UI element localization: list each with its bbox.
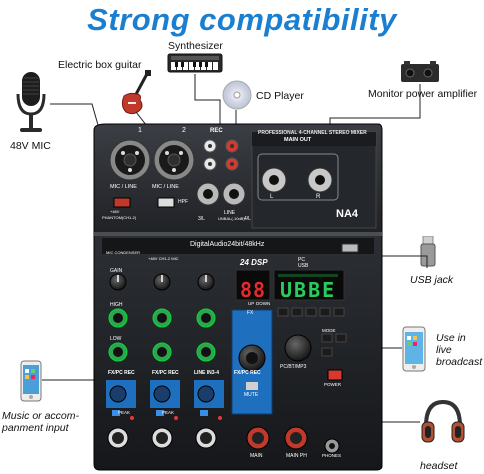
plus48v-label: +48V [110,209,120,214]
mic-condenser-label: MIC CONDENSER [106,250,141,255]
digital-audio-label: DigitalAudio24bit/48kHz [190,241,265,248]
hpf-label: HPF [178,199,188,205]
fx-knob-1[interactable] [109,385,127,403]
gain-label: GAIN [110,268,123,274]
main-ph-label: MAIN PH [286,453,307,459]
headset-label: headset [420,460,458,472]
main-out-label: MAIN OUT [284,137,312,143]
headset-image [421,399,465,443]
mp3-btn-2[interactable] [291,307,303,317]
dsp-label: 24 DSP [240,258,268,267]
xlr-jack-2[interactable] [153,139,195,181]
unbal-label: UNBAL(-10dB) [218,216,245,221]
usb-jack-label: USB jack [410,274,454,286]
power-label: POWER [324,382,342,387]
ch1-label: 1 [138,127,142,134]
hpf-switch[interactable] [157,197,175,208]
phantom-switch[interactable] [113,197,131,208]
high-label: HIGH [110,302,123,308]
fx-pc-rec-1-label: FX/PC REC [108,370,135,376]
main-out-jack-r[interactable] [307,167,333,193]
mp3-volume-knob[interactable] [284,334,312,362]
fx-knob-3[interactable] [197,385,215,403]
ch2-label: 2 [182,127,186,134]
fx-label: FX [247,310,254,316]
mp3-btn-1[interactable] [277,307,289,317]
music-input-label: Music or accom-panment input [2,410,80,434]
synthesizer-label: Synthesizer [168,40,223,52]
phone-music-image [20,360,42,402]
studio-mic-image [16,72,46,132]
line-label: LINE [224,210,236,216]
mp3-btn-5[interactable] [333,307,345,317]
fx-pc-rec-3-label: FX/PC REC [234,370,261,376]
xlr-jack-1[interactable] [109,139,151,181]
monitor-amp-label: Monitor power amplifier [368,88,478,100]
electric-guitar-image [121,70,151,115]
cd-disc-image [222,80,252,110]
fx-knob-2[interactable] [153,385,171,403]
panel-title: PROFESSIONAL 4-CHANNEL STEREO MIXER [258,130,367,136]
line-in-label: LINE IN3-4 [194,370,220,376]
channel-strip-1 [106,273,136,449]
peak-1-label: PEAK [118,410,131,415]
low-label: LOW [110,336,122,342]
out-r-label: R [316,194,321,200]
mode-button[interactable] [321,333,333,343]
display-right: UBBE [280,278,337,302]
usb-label: USB [298,263,309,269]
line-3l-label: 3/L [198,216,205,222]
pc-bt-mp3-label: PC/BT/MP3 [280,364,307,370]
plus48v-ch-label: +48V CH1-2 MIC [148,256,179,261]
synthesizer-image [167,53,223,73]
line-jack-4[interactable] [222,182,246,206]
channel-strip-3 [194,273,224,449]
usb-stick-image [420,236,436,267]
peak-2-label: PEAK [162,410,175,415]
headline: Strong compatibility [87,2,397,37]
mic-line-1-label: MIC / LINE [110,184,137,190]
mute-label: MUTE [244,392,259,398]
power-button[interactable] [327,369,343,381]
cd-player-label: CD Player [256,90,304,102]
line-4l-label: 4/L [244,216,251,222]
main-label: MAIN [250,453,263,459]
mute-button[interactable] [246,382,258,390]
pc-label: PC [298,257,305,263]
live-broadcast-label: Use in live broadcast [436,332,483,368]
mixer-device [93,123,383,471]
rec-button-3[interactable] [200,410,208,416]
rec-button-1[interactable] [112,410,120,416]
fx-pc-rec-2-label: FX/PC REC [152,370,179,376]
display-left: 88 [240,278,267,302]
mp3-btn-4[interactable] [319,307,331,317]
up-label: UP [248,301,255,306]
mic-line-2-label: MIC / LINE [152,184,179,190]
phones-label: PHONES [322,453,342,458]
down-label: DOWN [256,301,271,306]
phone-broadcast-image [402,326,426,372]
line-jack-3[interactable] [196,182,220,206]
rec-button-2[interactable] [156,410,164,416]
mic-label: 48V MIC [10,140,51,152]
electric-guitar-label: Electric box guitar [58,59,142,71]
mode-label: MODE [322,328,336,333]
main-out-jack-l[interactable] [261,167,287,193]
monitor-amplifier-image [401,61,439,82]
channel-strip-2 [150,273,180,449]
out-l-label: L [270,194,274,200]
mp3-btn-3[interactable] [305,307,317,317]
rec-label: REC [210,128,223,134]
usb-port[interactable] [341,243,359,253]
phantom-label: PHANTOM(CH1-2) [102,215,137,220]
model-name: NA4 [336,208,359,220]
